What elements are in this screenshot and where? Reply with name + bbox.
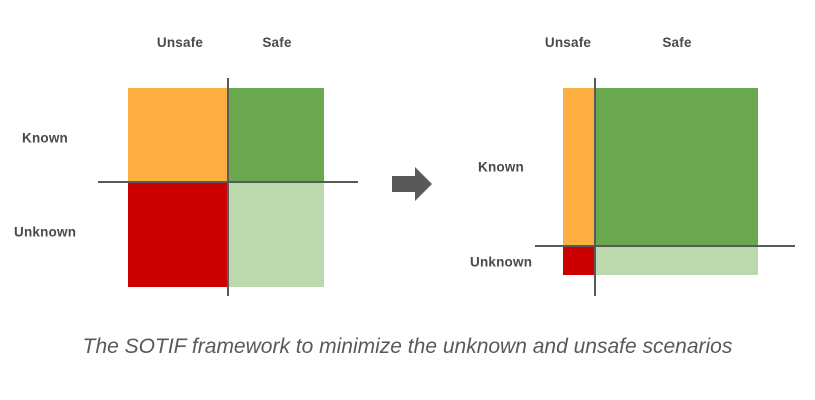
column-header-safe-before: Safe bbox=[262, 35, 292, 50]
row-header-unknown-before: Unknown bbox=[14, 224, 77, 240]
row-header-known-after: Known bbox=[478, 159, 524, 175]
column-header-unsafe-after: Unsafe bbox=[544, 35, 592, 50]
quadrant-unknown-safe-before bbox=[228, 183, 324, 287]
quadrant-unknown-safe-after bbox=[595, 247, 758, 275]
row-header-known-before: Known bbox=[22, 130, 68, 146]
quadrant-known-unsafe-before bbox=[128, 88, 228, 181]
vertical-axis-before bbox=[227, 78, 229, 296]
quadrant-known-safe-after bbox=[595, 88, 758, 245]
quadrant-unknown-unsafe-after bbox=[563, 247, 595, 275]
row-header-unknown-after: Unknown bbox=[470, 254, 533, 270]
figure-caption: The SOTIF framework to minimize the unkn… bbox=[82, 335, 733, 358]
column-header-unsafe-before: Unsafe bbox=[156, 35, 204, 50]
quadrant-known-unsafe-after bbox=[563, 88, 595, 245]
vertical-axis-after bbox=[594, 78, 596, 296]
quadrant-known-safe-before bbox=[228, 88, 324, 181]
horizontal-axis-after bbox=[535, 245, 795, 247]
arrow-right-icon bbox=[392, 167, 432, 201]
column-header-safe-after: Safe bbox=[662, 35, 692, 50]
quadrant-unknown-unsafe-before bbox=[128, 183, 228, 287]
